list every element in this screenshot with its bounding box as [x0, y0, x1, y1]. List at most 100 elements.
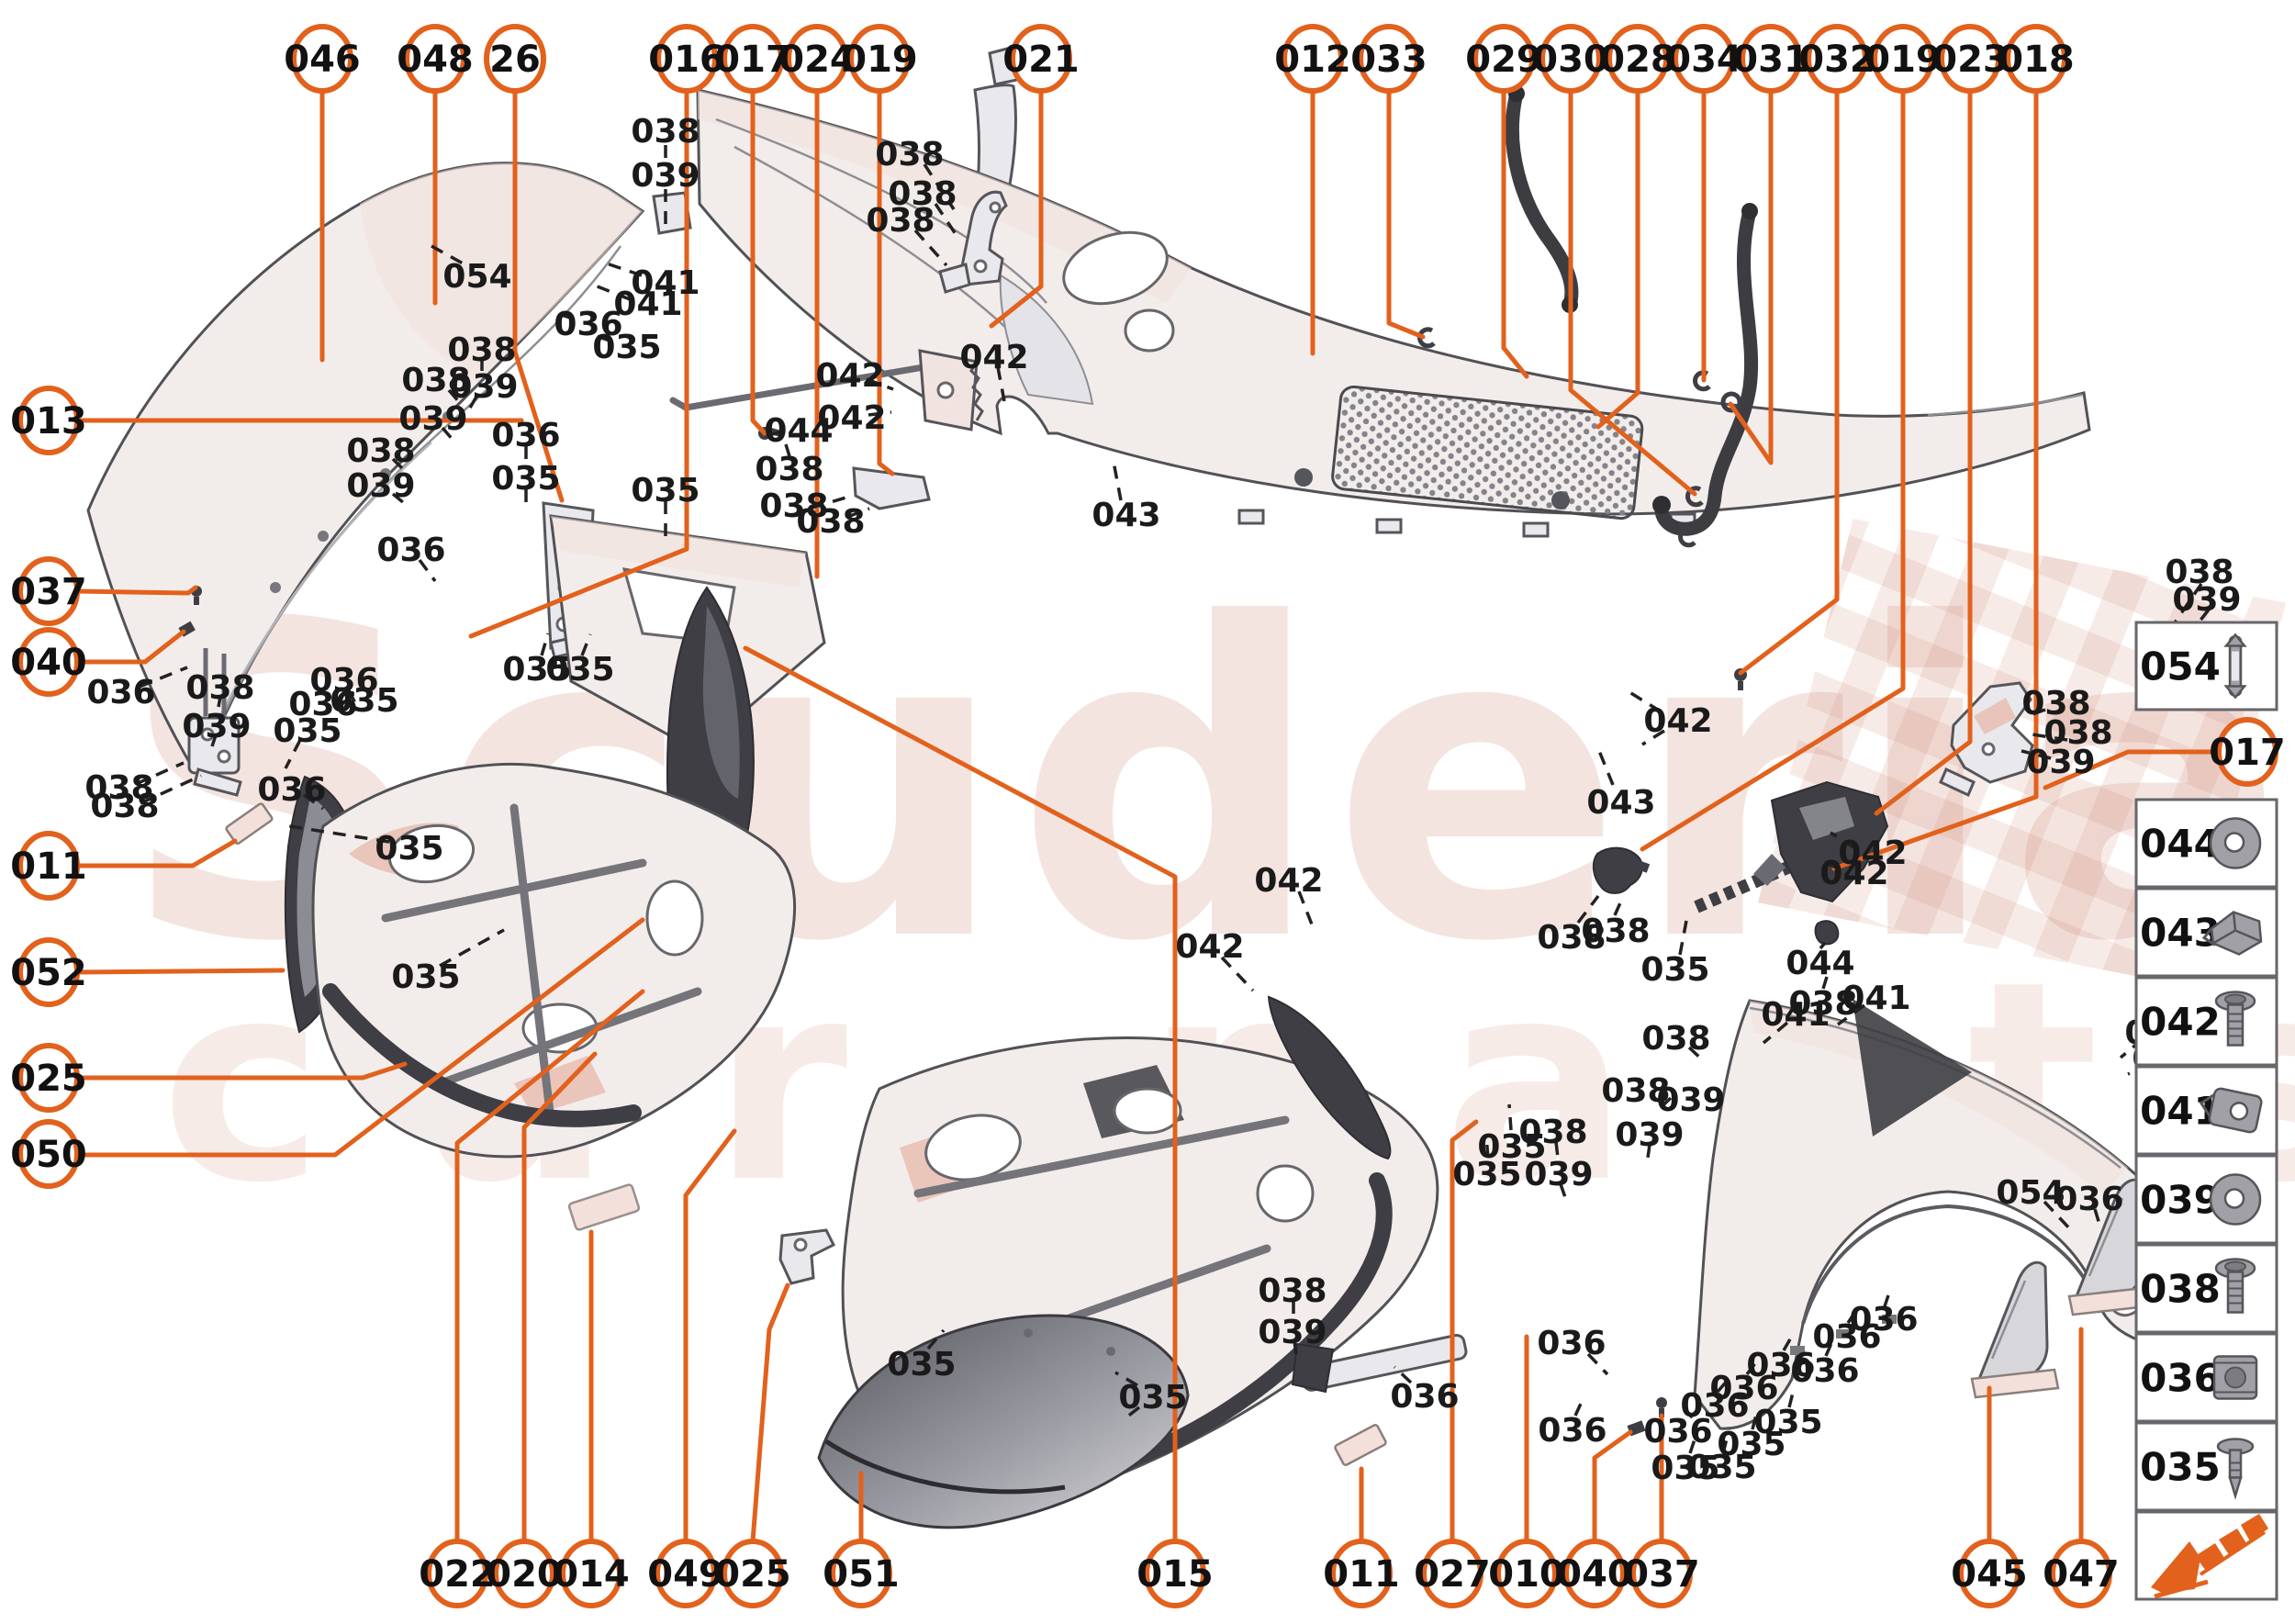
part-ref-label: 038: [759, 487, 828, 525]
callout-circle-052[interactable]: 052: [10, 937, 87, 1007]
callout-circle-021[interactable]: 021: [1002, 24, 1080, 94]
legend-item-035[interactable]: 035: [2134, 1421, 2278, 1512]
part-ref-label: 044: [764, 412, 833, 450]
callout-circle-017[interactable]: 017: [714, 24, 791, 94]
legend-item-043[interactable]: 043: [2134, 887, 2278, 978]
part-ref-label: 035: [1687, 1449, 1756, 1486]
part-ref-label: 054: [442, 258, 511, 296]
callout-circle-047[interactable]: 047: [2043, 1539, 2120, 1608]
svg-text:029: 029: [1465, 39, 1542, 81]
callout-circle-025[interactable]: 025: [10, 1043, 87, 1113]
callout-circle-029[interactable]: 029: [1465, 24, 1542, 94]
callout-circle-013[interactable]: 013: [10, 386, 87, 455]
callout-circle-048[interactable]: 048: [397, 24, 474, 94]
svg-text:018: 018: [1998, 39, 2075, 81]
leader-line: [512, 88, 565, 503]
svg-text:025: 025: [714, 1553, 791, 1596]
callout-circle-049[interactable]: 049: [647, 1539, 724, 1608]
callout-circle-046[interactable]: 046: [284, 24, 361, 94]
callout-circle-040[interactable]: 040: [1556, 1539, 1633, 1608]
callout-circle-011[interactable]: 011: [1323, 1539, 1400, 1608]
svg-text:054: 054: [2140, 644, 2221, 689]
svg-text:037: 037: [10, 571, 87, 613]
svg-text:011: 011: [10, 846, 87, 888]
callout-circle-045[interactable]: 045: [1951, 1539, 2028, 1608]
legend-item-036[interactable]: 036: [2134, 1332, 2278, 1423]
legend-item-054[interactable]: 054: [2134, 621, 2278, 711]
callout-circle-034[interactable]: 034: [1665, 24, 1742, 94]
part-ref-label: 039: [2172, 581, 2241, 619]
callout-circle-028[interactable]: 028: [1599, 24, 1676, 94]
callout-circle-020[interactable]: 020: [486, 1539, 563, 1608]
svg-text:030: 030: [1532, 39, 1609, 81]
leader-line: [2043, 749, 2222, 790]
legend-item-042[interactable]: 042: [2134, 976, 2278, 1067]
part-ref-label: 038: [185, 669, 254, 707]
callout-circle-014[interactable]: 014: [553, 1539, 630, 1608]
callout-circle-019[interactable]: 019: [1864, 24, 1942, 94]
callout-circle-010[interactable]: 010: [1488, 1539, 1565, 1608]
callout-circle-050[interactable]: 050: [10, 1119, 87, 1189]
part-screw-037b: [1656, 1397, 1667, 1417]
part-ref-label: 036: [554, 306, 622, 343]
part-ref-label: 036: [1709, 1370, 1778, 1407]
callout-circle-016[interactable]: 016: [648, 24, 725, 94]
svg-text:034: 034: [1665, 39, 1742, 81]
callout-circle-023[interactable]: 023: [1931, 24, 2009, 94]
callout-circle-037[interactable]: 037: [10, 556, 87, 626]
callout-circle-037[interactable]: 037: [1623, 1539, 1700, 1608]
callout-circle-025[interactable]: 025: [714, 1539, 791, 1608]
svg-text:017: 017: [714, 39, 791, 81]
part-rocker-sill: [1291, 1333, 1468, 1394]
part-ref-label: 042: [1254, 862, 1323, 900]
callout-circle-051[interactable]: 051: [823, 1539, 900, 1608]
part-ref-label: 035: [273, 712, 341, 750]
part-ref-label: 035: [502, 651, 571, 689]
svg-text:010: 010: [1488, 1553, 1565, 1596]
leader-line: [989, 88, 1044, 329]
legend-item-044[interactable]: 044: [2134, 798, 2278, 889]
part-ref-label: 038: [1258, 1272, 1327, 1310]
part-ref-label: 038: [401, 362, 470, 399]
svg-text:020: 020: [486, 1553, 563, 1596]
part-ref-label: 042: [1643, 702, 1712, 740]
svg-text:016: 016: [648, 39, 725, 81]
part-clip-044b: [1814, 920, 1840, 946]
callout-circle-012[interactable]: 012: [1274, 24, 1351, 94]
leader-line: [1640, 88, 1906, 852]
callout-circle-011[interactable]: 011: [10, 831, 87, 901]
part-ref-label: 035: [1640, 951, 1709, 989]
part-plate-014: [567, 1183, 641, 1231]
callout-circle-032[interactable]: 032: [1798, 24, 1875, 94]
part-ref-label: 036: [1812, 1318, 1881, 1356]
callout-circle-022[interactable]: 022: [419, 1539, 496, 1608]
part-ref-label: 039: [1615, 1116, 1684, 1154]
legend-item-039[interactable]: 039: [2134, 1154, 2278, 1245]
callout-circle-017[interactable]: 017: [2209, 717, 2286, 787]
part-ref-label: 039: [1258, 1314, 1327, 1351]
part-ref-label: 039: [1524, 1156, 1593, 1193]
svg-text:045: 045: [1951, 1553, 2028, 1596]
leader-line: [74, 1061, 408, 1081]
svg-text:049: 049: [647, 1553, 724, 1596]
callout-circle-033[interactable]: 033: [1350, 24, 1427, 94]
callout-circle-040[interactable]: 040: [10, 627, 87, 697]
callout-circle-031[interactable]: 031: [1732, 24, 1809, 94]
legend-item-logo[interactable]: [2134, 1510, 2278, 1601]
part-ref-label: 038: [2021, 685, 2090, 722]
leader-line: [683, 1128, 737, 1544]
callout-circle-030[interactable]: 030: [1532, 24, 1609, 94]
callout-circle-018[interactable]: 018: [1998, 24, 2075, 94]
callout-circle-015[interactable]: 015: [1136, 1539, 1214, 1608]
legend-item-038[interactable]: 038: [2134, 1243, 2278, 1334]
callout-circle-024[interactable]: 024: [778, 24, 856, 94]
callout-circle-26[interactable]: 26: [484, 24, 546, 94]
leader-line: [1386, 88, 1426, 340]
callout-circle-027[interactable]: 027: [1414, 1539, 1491, 1608]
dash-leader-layer: [135, 145, 2211, 1454]
legend-item-041[interactable]: 041: [2134, 1065, 2278, 1156]
svg-text:024: 024: [778, 39, 856, 81]
part-front-fender-013: [86, 162, 645, 774]
callout-circle-019[interactable]: 019: [841, 24, 918, 94]
